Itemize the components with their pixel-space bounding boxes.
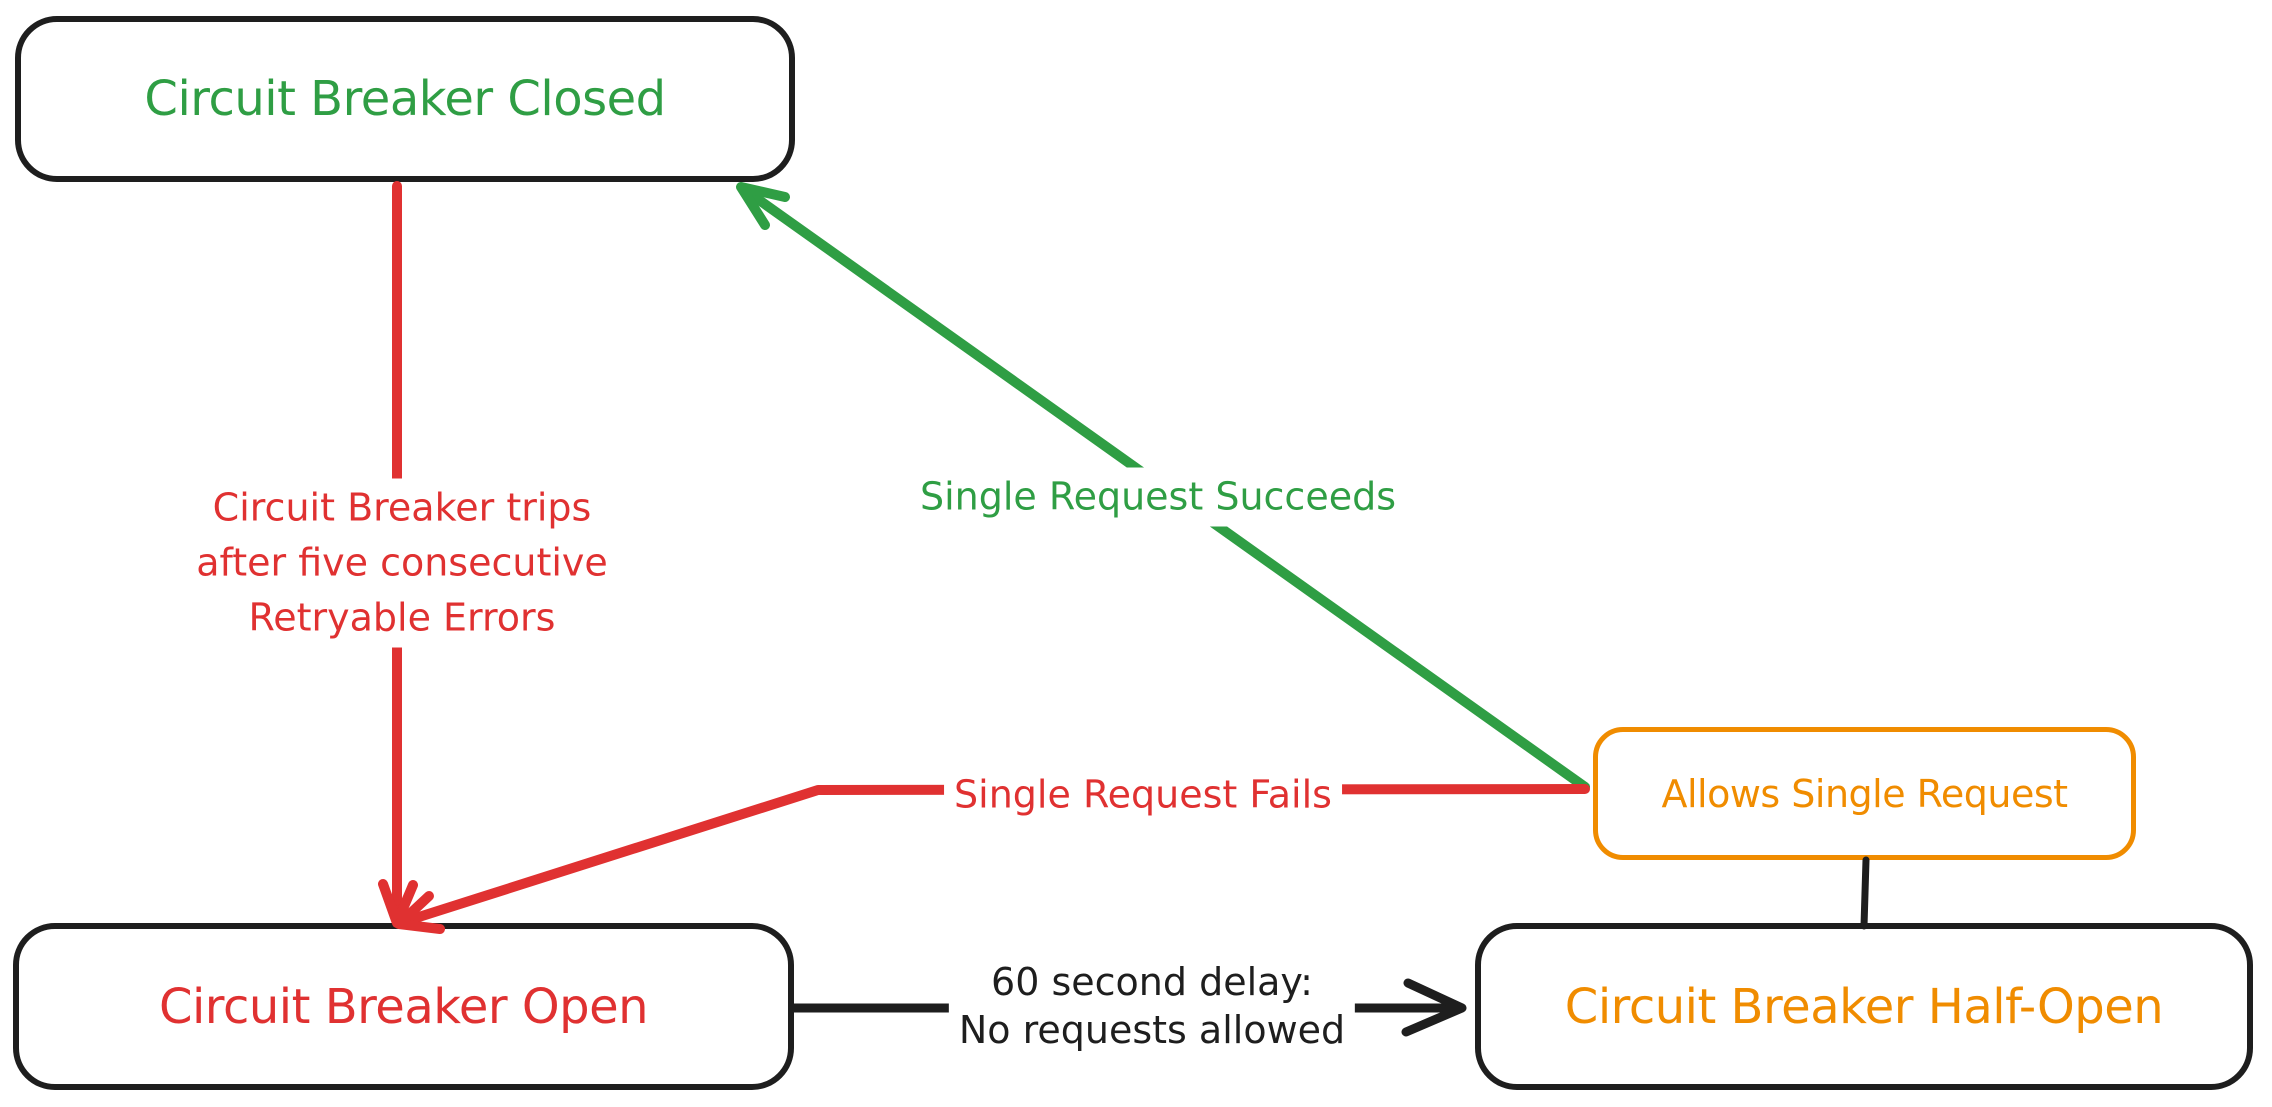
edge-label-trips: Circuit Breaker trips after five consecu… xyxy=(186,478,618,648)
node-closed-label: Circuit Breaker Closed xyxy=(144,71,666,127)
edge-label-trips-line1: Circuit Breaker trips xyxy=(212,485,592,530)
node-circuit-breaker-open: Circuit Breaker Open xyxy=(13,923,794,1090)
node-open-label: Circuit Breaker Open xyxy=(158,978,649,1035)
edge-fails-arrowhead xyxy=(394,891,445,934)
node-allows-single-request: Allows Single Request xyxy=(1593,727,2136,860)
node-half-open-label: Circuit Breaker Half-Open xyxy=(1564,978,2164,1035)
node-circuit-breaker-closed: Circuit Breaker Closed xyxy=(15,16,795,182)
edge-half-open-allows-line xyxy=(1860,856,1870,930)
edge-label-trips-line3: Retryable Errors xyxy=(248,595,556,640)
edge-label-succeeds: Single Request Succeeds xyxy=(909,467,1407,527)
edge-label-trips-line2: after five consecutive xyxy=(196,540,608,585)
edge-succeeds-arrowhead xyxy=(736,182,790,230)
edge-label-delay-line1: 60 second delay: xyxy=(991,960,1313,1004)
node-allows-label: Allows Single Request xyxy=(1661,771,2068,816)
edge-label-delay-line2: No requests allowed xyxy=(958,1008,1346,1052)
edge-label-delay: 60 second delay: No requests allowed xyxy=(948,956,1356,1056)
edge-delay-arrowhead xyxy=(1401,978,1467,1037)
edge-label-fails: Single Request Fails xyxy=(944,765,1342,825)
node-circuit-breaker-half-open: Circuit Breaker Half-Open xyxy=(1475,923,2253,1090)
